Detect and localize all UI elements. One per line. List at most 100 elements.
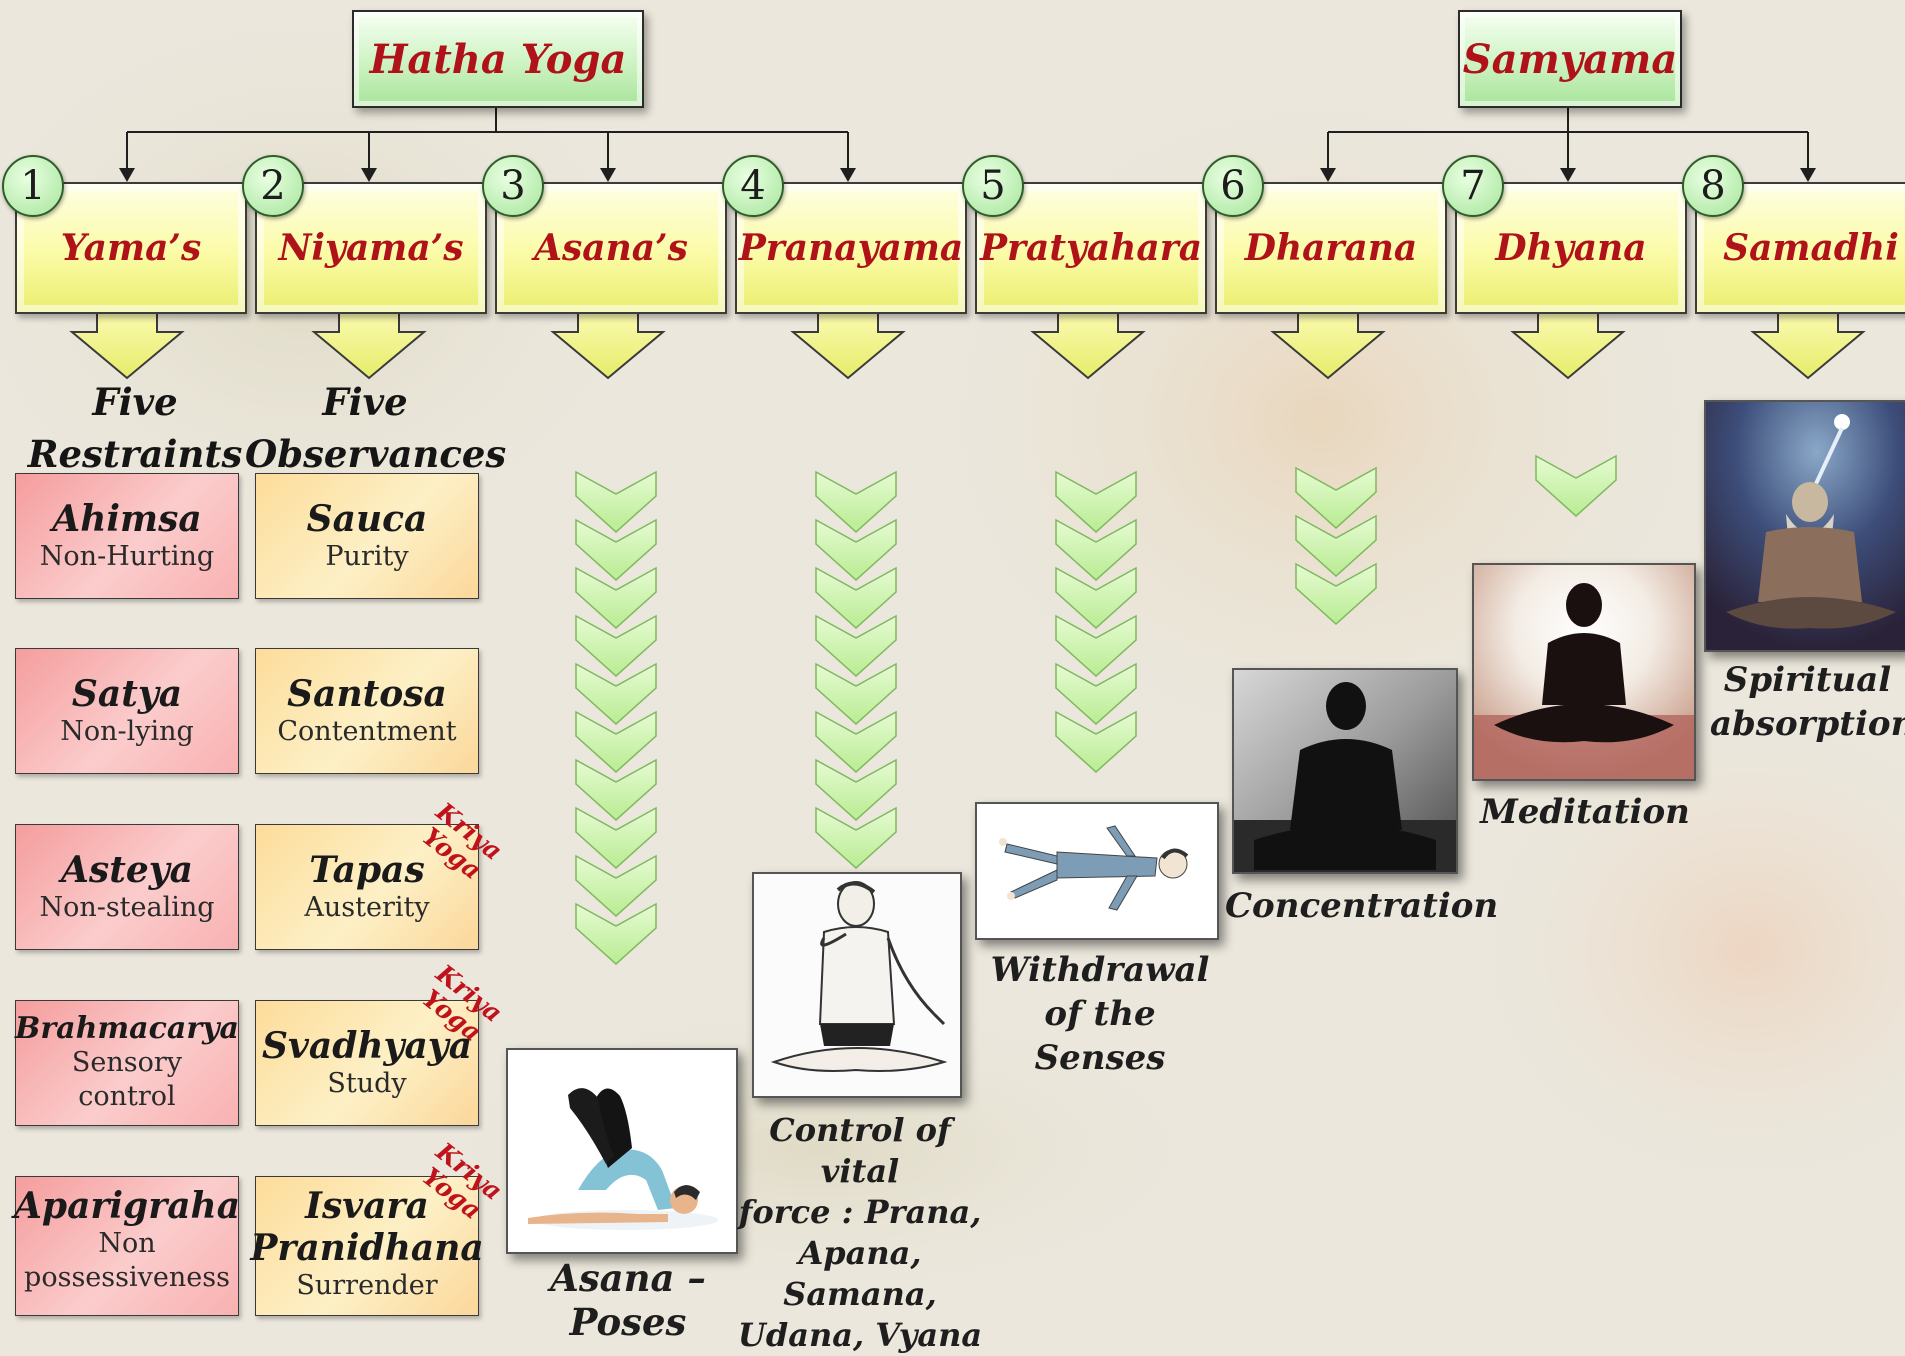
- stage-number-6: 6: [1202, 155, 1264, 217]
- restraint-name: Asteya: [61, 849, 193, 891]
- plough-pose-icon: [528, 1088, 718, 1230]
- chevron-down-icon: [575, 710, 657, 774]
- dhyana-caption: Meditation: [1480, 792, 1690, 832]
- stage-label: Pratyahara: [979, 227, 1203, 269]
- restraint-ahimsa: Ahimsa Non-Hurting: [15, 473, 239, 599]
- chevron-down-icon: [575, 518, 657, 582]
- chevron-down-icon: [575, 806, 657, 870]
- stage-label: Dharana: [1244, 227, 1418, 269]
- restraint-desc: Non-stealing: [39, 892, 215, 923]
- stage-number-7: 7: [1442, 155, 1504, 217]
- meditation-silhouette-icon: [1474, 565, 1694, 779]
- observance-desc: Austerity: [304, 892, 430, 923]
- dharana-caption: Concentration: [1225, 886, 1499, 926]
- chevron-down-icon: [1055, 518, 1137, 582]
- chevron-down-icon: [1295, 466, 1377, 530]
- stage-number-5: 5: [962, 155, 1024, 217]
- stage-label: Pranayama: [738, 227, 964, 269]
- stage-down-arrow-icon: [1270, 309, 1386, 380]
- stage-down-arrow-icon: [1510, 309, 1626, 380]
- observance-santosa: Santosa Contentment: [255, 648, 479, 774]
- stage-number-8: 8: [1682, 155, 1744, 217]
- hatha-yoga-label: Hatha Yoga: [369, 35, 627, 83]
- chevron-down-icon: [1055, 566, 1137, 630]
- observance-name: Isvara: [305, 1185, 429, 1227]
- chevron-down-icon: [575, 566, 657, 630]
- observances-heading: Five Observances: [245, 380, 507, 476]
- stage-down-arrow-icon: [550, 309, 666, 380]
- chevron-down-icon: [815, 566, 897, 630]
- hatha-yoga-box: Hatha Yoga: [352, 10, 644, 108]
- spiritual-figure-icon: [1706, 402, 1905, 650]
- dhyana-image: [1472, 563, 1696, 781]
- observance-name: Sauca: [306, 498, 428, 540]
- chevron-down-icon: [815, 758, 897, 822]
- chevron-down-icon: [815, 518, 897, 582]
- chevron-down-icon: [575, 614, 657, 678]
- restraint-satya: Satya Non-lying: [15, 648, 239, 774]
- observance-name: Santosa: [287, 673, 447, 715]
- restraint-desc: possessiveness: [24, 1262, 230, 1293]
- chevron-down-icon: [575, 902, 657, 966]
- restraint-name: Ahimsa: [52, 498, 202, 540]
- stage-label: Niyama’s: [278, 227, 464, 269]
- stage-label: Asana’s: [534, 227, 688, 269]
- samadhi-image: [1704, 400, 1905, 652]
- stage-label: Samadhi: [1723, 227, 1899, 269]
- stage-down-arrow-icon: [1030, 309, 1146, 380]
- observance-tapas: Tapas Austerity: [255, 824, 479, 950]
- chevron-down-icon: [815, 614, 897, 678]
- stage-number-4: 4: [722, 155, 784, 217]
- observance-isvara-pranidhana: Isvara Pranidhana Surrender: [250, 1176, 484, 1316]
- restraint-aparigraha: Aparigraha Non possessiveness: [14, 1176, 240, 1316]
- observance-name: Svadhyaya: [261, 1025, 473, 1067]
- chevron-down-icon: [1055, 614, 1137, 678]
- observance-name: Pranidhana: [250, 1227, 484, 1269]
- concentration-silhouette-icon: [1234, 670, 1456, 872]
- chevron-down-icon: [1535, 454, 1617, 518]
- observance-name: Tapas: [309, 849, 425, 891]
- pratyahara-image: [975, 802, 1219, 940]
- lying-figure-icon: [977, 804, 1217, 938]
- chevron-down-icon: [815, 806, 897, 870]
- asana-pose-image: [506, 1048, 738, 1254]
- restraint-name: Brahmacarya: [15, 1011, 239, 1046]
- pranayama-caption: Control of vital force : Prana, Apana, S…: [737, 1111, 983, 1354]
- chevron-down-icon: [1055, 710, 1137, 774]
- dharana-image: [1232, 668, 1458, 874]
- chevron-down-icon: [575, 470, 657, 534]
- stage-down-arrow-icon: [311, 309, 427, 380]
- asana-caption: Asana – Poses: [550, 1256, 706, 1344]
- restraint-desc: control: [78, 1081, 176, 1112]
- restraint-name: Satya: [71, 673, 183, 715]
- observance-sauca: Sauca Purity: [255, 473, 479, 599]
- observance-desc: Contentment: [277, 716, 457, 747]
- restraint-desc: Non-lying: [60, 716, 194, 747]
- chevron-down-icon: [575, 662, 657, 726]
- samadhi-caption: Spiritual absorption: [1710, 660, 1905, 744]
- chevron-down-icon: [1055, 662, 1137, 726]
- stage-down-arrow-icon: [790, 309, 906, 380]
- pratyahara-caption: Withdrawal of the Senses: [990, 950, 1210, 1078]
- chevron-down-icon: [1295, 514, 1377, 578]
- stage-box-pranayama: Pranayama: [735, 182, 967, 314]
- stage-down-arrow-icon: [69, 309, 185, 380]
- restraint-asteya: Asteya Non-stealing: [15, 824, 239, 950]
- samyama-box: Samyama: [1458, 10, 1682, 108]
- stage-label: Dhyana: [1495, 227, 1647, 269]
- breathing-figure-icon: [754, 874, 960, 1096]
- stage-box-dharana: Dharana: [1215, 182, 1447, 314]
- stage-label: Yama’s: [60, 227, 202, 269]
- observance-desc: Study: [327, 1068, 407, 1099]
- observance-desc: Purity: [325, 541, 409, 572]
- chevron-down-icon: [815, 470, 897, 534]
- stage-down-arrow-icon: [1750, 309, 1866, 380]
- restraint-desc: Non-Hurting: [39, 541, 215, 572]
- chevron-down-icon: [575, 854, 657, 918]
- restraint-desc: Non: [98, 1228, 156, 1259]
- chevron-down-icon: [1295, 562, 1377, 626]
- observance-desc: Surrender: [296, 1270, 438, 1301]
- samyama-label: Samyama: [1462, 35, 1678, 83]
- restraints-heading: Five Restraints: [27, 380, 243, 476]
- stage-number-1: 1: [2, 155, 64, 217]
